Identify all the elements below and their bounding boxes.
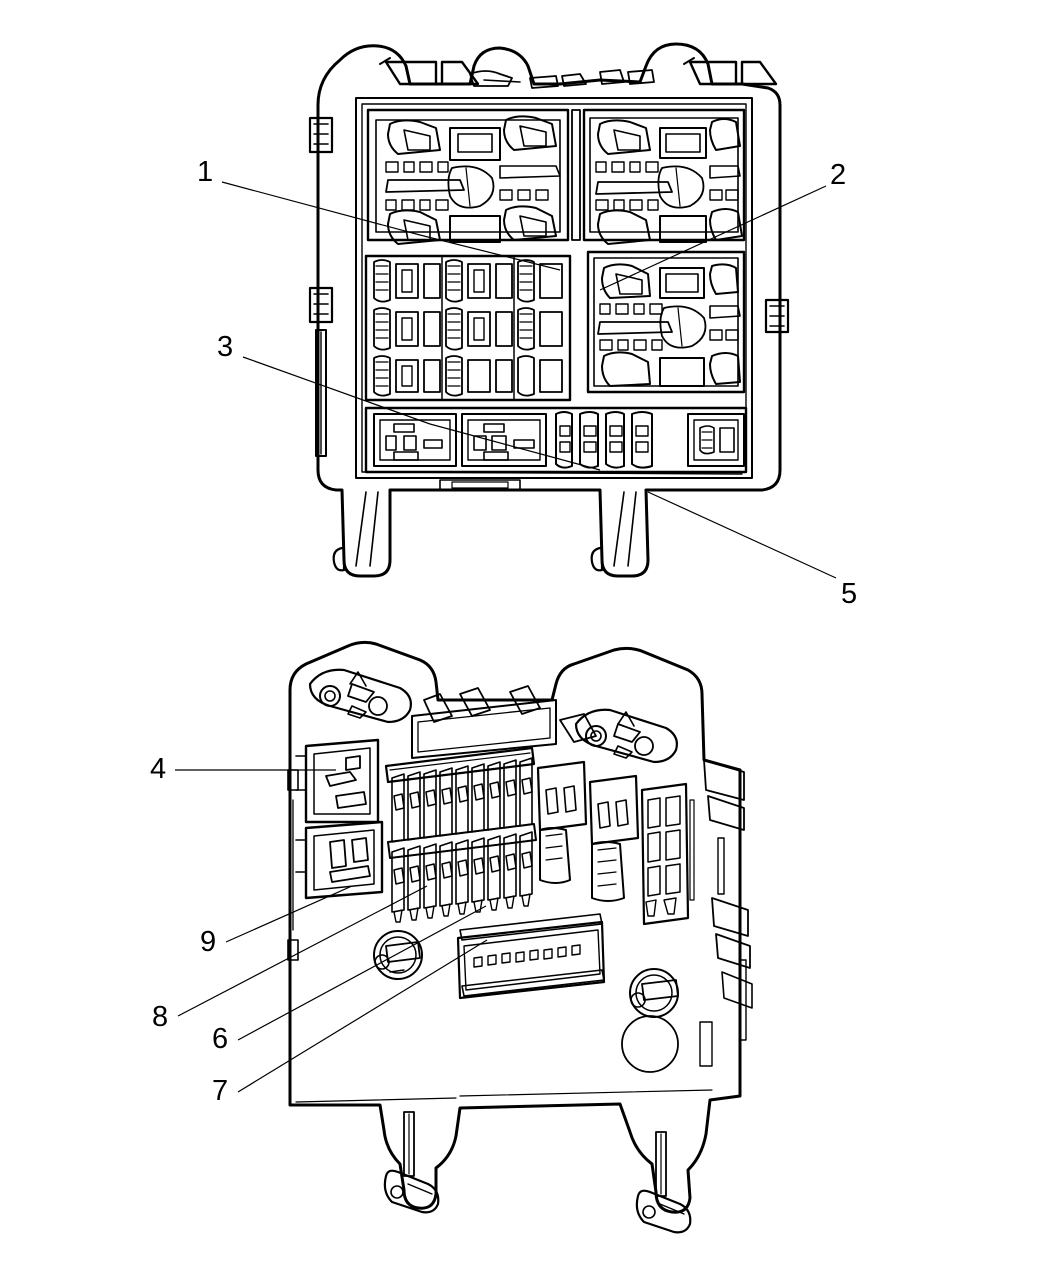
mini-relay-block-a xyxy=(536,760,588,884)
right-edge-clips xyxy=(689,759,753,1067)
leader-5 xyxy=(647,491,837,579)
mounting-boss-upper xyxy=(308,668,412,724)
lower-assembly-outline xyxy=(288,640,742,1214)
leader-3 xyxy=(242,356,431,425)
connector-bank-upper-right xyxy=(582,108,746,245)
fuse-terminal-array xyxy=(384,746,537,923)
callout-number-7[interactable]: 7 xyxy=(212,1075,229,1107)
leader-3b xyxy=(429,423,601,471)
mounting-boss-upper-right xyxy=(574,708,678,764)
callout-number-8[interactable]: 8 xyxy=(152,1001,169,1033)
right-terminal-column xyxy=(640,782,690,926)
callout-number-6[interactable]: 6 xyxy=(212,1023,229,1055)
callout-number-1[interactable]: 1 xyxy=(197,156,214,188)
leader-8 xyxy=(177,885,428,1017)
relay-cavity-grid xyxy=(364,254,572,402)
leader-6 xyxy=(237,905,487,1041)
callout-number-9[interactable]: 9 xyxy=(200,926,217,958)
mounting-feet xyxy=(383,1111,692,1234)
connector-strip xyxy=(456,913,606,1000)
panel-boss-right xyxy=(621,968,679,1073)
panel-boss-left xyxy=(373,930,423,980)
connector-bank-mid-right xyxy=(586,250,746,394)
upper-assembly-outline xyxy=(308,42,790,578)
leader-9 xyxy=(225,885,353,943)
callout-number-3[interactable]: 3 xyxy=(217,331,234,363)
leader-2 xyxy=(599,185,827,291)
bottom-relay-row xyxy=(364,406,748,491)
leader-1b xyxy=(419,234,561,271)
callout-number-4[interactable]: 4 xyxy=(150,753,167,785)
mini-relay-block-b xyxy=(588,774,640,902)
callout-number-2[interactable]: 2 xyxy=(830,159,847,191)
callout-leader-lines xyxy=(175,181,837,1093)
leader-1 xyxy=(221,181,421,236)
callout-number-5[interactable]: 5 xyxy=(841,578,858,610)
relay-socket-large-lower xyxy=(295,820,384,900)
connector-bank-upper-left xyxy=(366,108,581,245)
leader-7 xyxy=(237,939,488,1093)
